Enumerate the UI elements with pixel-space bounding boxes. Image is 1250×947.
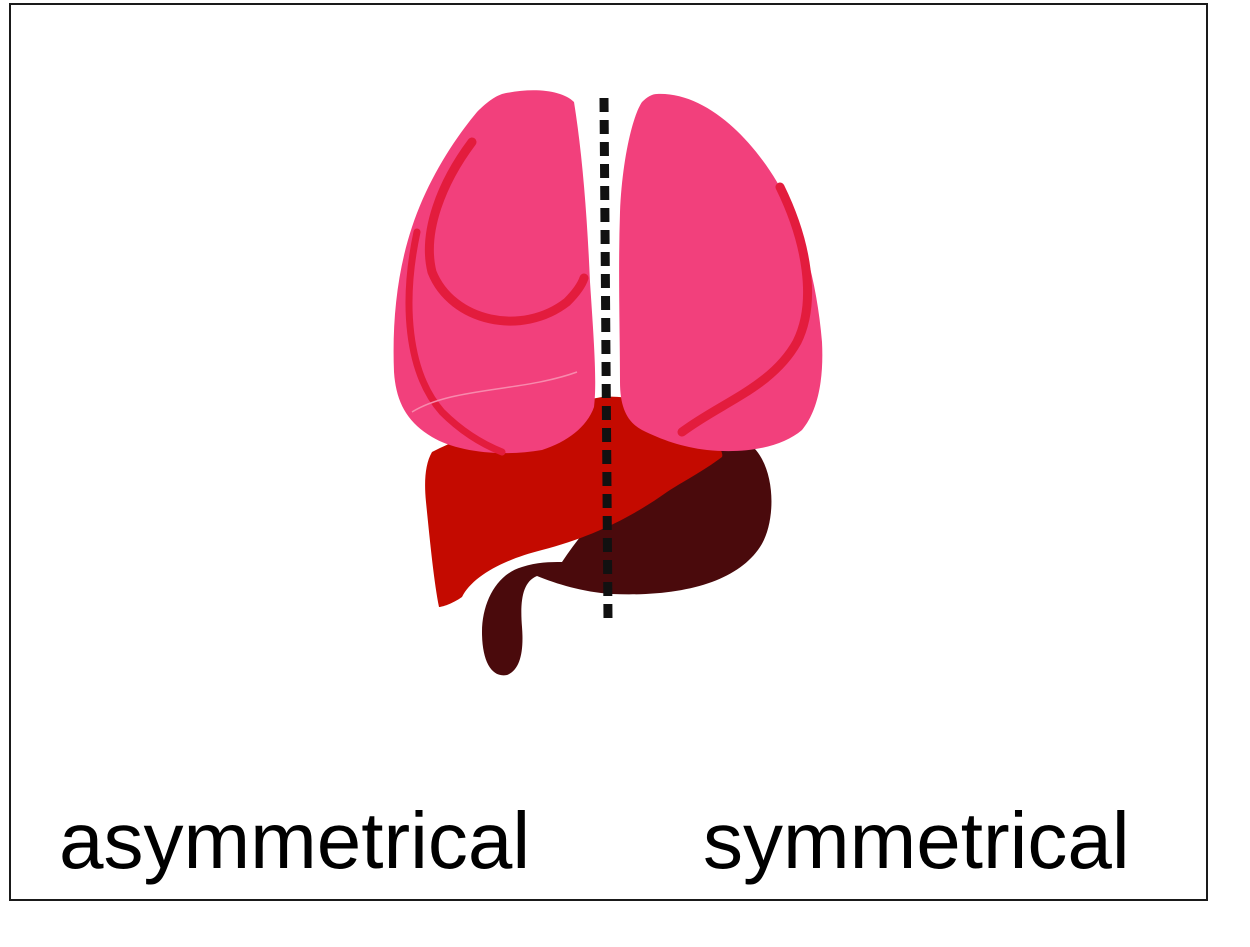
organs-illustration <box>393 90 823 676</box>
asymmetrical-label: asymmetrical <box>59 796 531 885</box>
right-lung <box>619 93 823 452</box>
right-lung-vein <box>677 182 813 437</box>
left-lung-body <box>393 90 596 454</box>
left-lung <box>393 90 596 456</box>
left-lung-edge <box>405 228 506 456</box>
symmetrical-label: symmetrical <box>703 796 1130 885</box>
right-lung-body <box>619 93 823 452</box>
symmetry-midline <box>599 97 613 621</box>
stomach <box>482 440 772 676</box>
left-lung-fissure <box>411 371 578 413</box>
figure-frame: asymmetrical symmetrical <box>9 3 1208 901</box>
left-lung-vein <box>424 137 589 326</box>
